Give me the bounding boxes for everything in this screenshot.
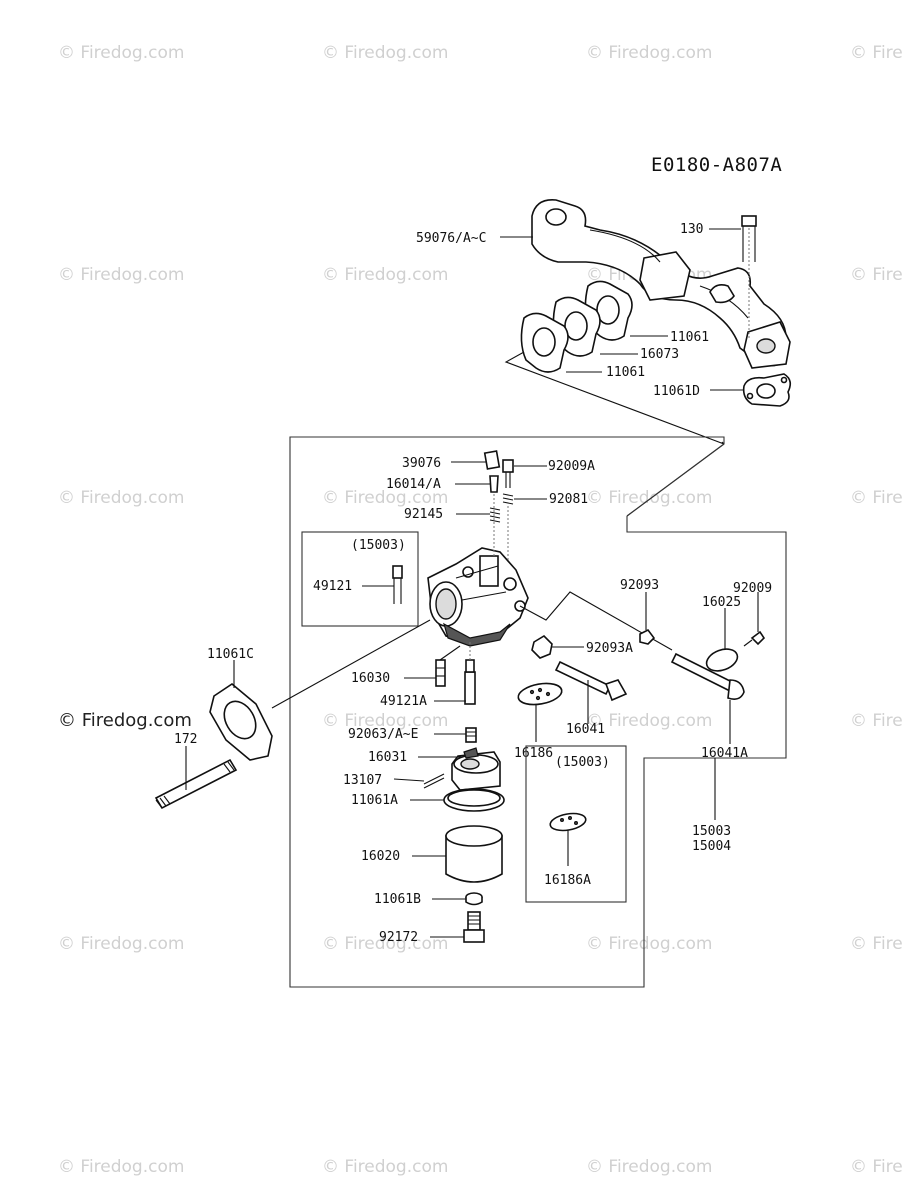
gasket-11061A	[443, 788, 505, 812]
watermark: © Firedog.com	[58, 265, 184, 285]
part-label-13107: 13107	[343, 773, 382, 788]
watermark: © Firedog.com	[322, 488, 448, 508]
watermark: © Firedog.com	[586, 934, 712, 954]
part-label-11061-lower: 11061	[606, 365, 645, 380]
tube-49121A	[464, 659, 476, 705]
part-label-11061B: 11061B	[374, 892, 421, 907]
watermark: © Firedog.com	[586, 488, 712, 508]
watermark: © Firedog.com	[586, 1157, 712, 1177]
watermark: © Firedog.com	[322, 265, 448, 285]
part-label-16041A: 16041A	[701, 746, 748, 761]
bolt-92172	[463, 911, 485, 943]
top-fittings	[483, 450, 514, 560]
watermark: © Firedog.com	[58, 43, 184, 63]
valve-16025	[705, 648, 739, 672]
part-label-39076: 39076	[402, 456, 441, 471]
watermark: © Fire	[850, 488, 903, 508]
part-label-92063: 92063/A~E	[348, 727, 418, 742]
watermark: © Firedog.com	[586, 711, 712, 731]
part-label-59076: 59076/A~C	[416, 231, 486, 246]
part-label-49121A: 49121A	[380, 694, 427, 709]
watermark: © Firedog.com	[322, 1157, 448, 1177]
carburetor-frame	[289, 436, 787, 988]
watermark: © Fire	[850, 934, 903, 954]
carburetor-body	[427, 547, 529, 647]
part-label-16025: 16025	[702, 595, 741, 610]
watermark: © Firedog.com	[58, 934, 184, 954]
part-label-11061C: 11061C	[207, 647, 254, 662]
shaft-16041	[554, 660, 628, 702]
part-label-16041: 16041	[566, 722, 605, 737]
watermark: © Firedog.com	[586, 43, 712, 63]
pin-13107	[423, 773, 445, 789]
gasket-11061C	[209, 683, 273, 761]
part-label-130: 130	[680, 222, 703, 237]
kit-box-15003-lower	[525, 745, 627, 903]
washer-11061B	[465, 892, 483, 906]
watermark: © Firedog.com	[322, 711, 448, 731]
bushing-92093A	[531, 634, 553, 659]
watermark: © Fire	[850, 265, 903, 285]
screw-49121	[392, 565, 403, 604]
diagram-code: E0180-A807A	[651, 154, 782, 176]
jet-92063	[465, 727, 477, 743]
kit-box-ref-upper: (15003)	[351, 538, 406, 553]
part-label-16186A: 16186A	[544, 873, 591, 888]
screw-92009	[743, 630, 766, 647]
jet-16030	[435, 659, 446, 687]
diaphragm-16186	[517, 682, 563, 706]
diaphragm-16186A	[549, 812, 587, 832]
watermark: © Firedog.com	[58, 1157, 184, 1177]
watermark: © Fire	[850, 1157, 903, 1177]
float-16031	[451, 747, 501, 791]
part-label-92081: 92081	[549, 492, 588, 507]
part-label-11061A: 11061A	[351, 793, 398, 808]
part-label-92172: 92172	[379, 930, 418, 945]
part-label-16014: 16014/A	[386, 477, 441, 492]
watermark-grid: © Firedog.com © Firedog.com © Firedog.co…	[58, 43, 903, 1177]
part-label-92009: 92009	[733, 581, 772, 596]
part-label-15003: 15003	[692, 824, 731, 839]
part-label-15004: 15004	[692, 839, 731, 854]
watermark: © Fire	[850, 711, 903, 731]
intake-gaskets	[520, 280, 633, 373]
part-label-16073: 16073	[640, 347, 679, 362]
kit-box-ref-lower: (15003)	[555, 755, 610, 770]
bolt-130	[741, 215, 757, 340]
watermark: © Firedog.com	[58, 488, 184, 508]
intake-manifold	[531, 199, 791, 369]
part-label-92093A: 92093A	[586, 641, 633, 656]
part-label-172: 172	[174, 732, 197, 747]
kit-box-15003-upper	[301, 531, 419, 627]
shaft-16041A	[670, 652, 745, 700]
part-label-92093: 92093	[620, 578, 659, 593]
part-label-11061-upper: 11061	[670, 330, 709, 345]
part-label-16030: 16030	[351, 671, 390, 686]
part-label-16186: 16186	[514, 746, 553, 761]
part-label-49121: 49121	[313, 579, 352, 594]
gasket-11061D	[742, 373, 792, 407]
part-label-11061D: 11061D	[653, 384, 700, 399]
part-label-16020: 16020	[361, 849, 400, 864]
watermark: © Firedog.com	[322, 43, 448, 63]
watermark: © Fire	[850, 43, 903, 63]
stud-172	[154, 758, 238, 810]
watermark: © Firedog.com	[322, 934, 448, 954]
seal-92093	[639, 628, 656, 645]
bowl-16020	[445, 825, 503, 883]
part-label-92009A: 92009A	[548, 459, 595, 474]
part-label-92145: 92145	[404, 507, 443, 522]
watermark: © Firedog.com	[58, 710, 192, 731]
part-label-16031: 16031	[368, 750, 407, 765]
